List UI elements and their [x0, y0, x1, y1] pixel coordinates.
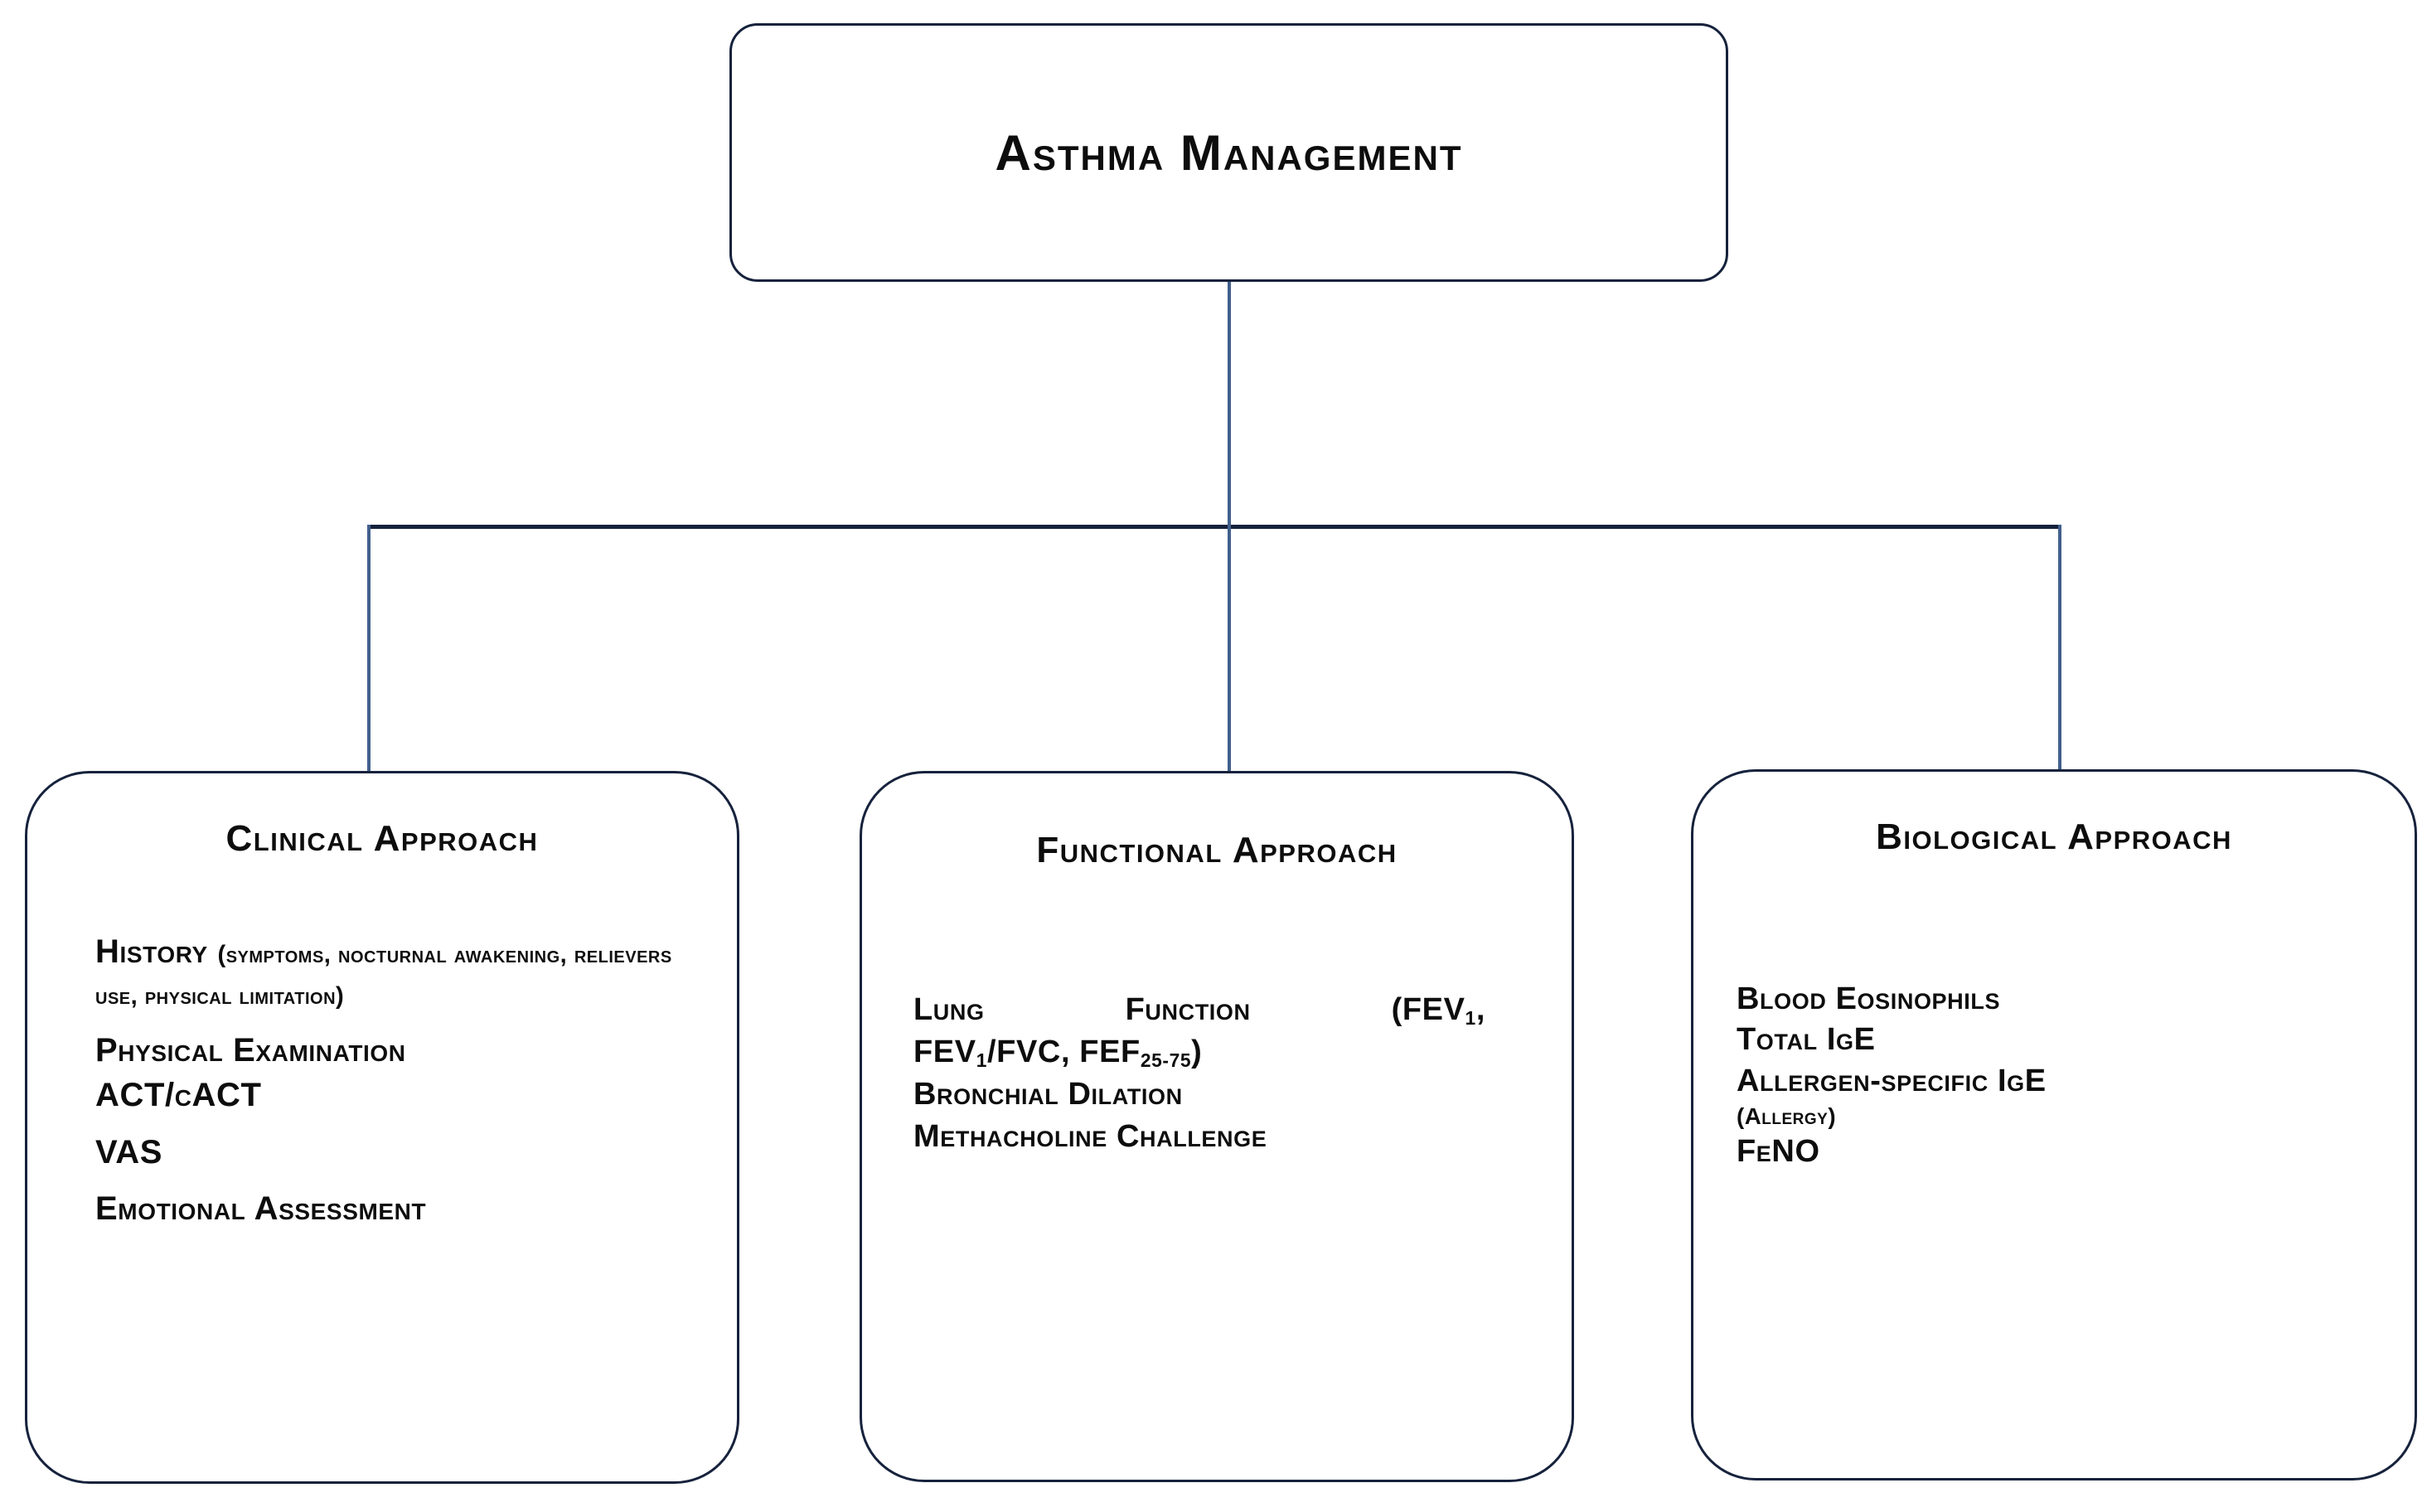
node-biological-approach[interactable]: Biological Approach Blood Eosinophils To… [1691, 769, 2417, 1480]
connector-drop-biological [2058, 525, 2061, 772]
biological-approach-body: Blood Eosinophils Total IgE Allergen-spe… [1737, 979, 2366, 1173]
fef2575-subscript: 25-75 [1140, 1049, 1192, 1072]
functional-approach-header: Functional Approach [1036, 830, 1398, 870]
functional-lung-function-line2: FEV1/FVC, FEF25-75) [913, 1034, 1203, 1072]
biological-item-allergy-note: (Allergy) [1737, 1103, 1837, 1130]
biological-item-total-ige: Total IgE [1737, 1022, 1876, 1058]
clinical-item-physical-examination: Physical Examination [95, 1031, 406, 1069]
clinical-approach-header: Clinical Approach [225, 818, 539, 859]
node-clinical-approach[interactable]: Clinical Approach History (symptoms, noc… [25, 771, 739, 1484]
biological-inner: Biological Approach Blood Eosinophils To… [1693, 772, 2415, 1478]
node-asthma-management[interactable]: Asthma Management [729, 23, 1728, 282]
connector-title-stem [1228, 280, 1231, 528]
clinical-inner: Clinical Approach History (symptoms, noc… [27, 773, 737, 1481]
functional-lung-function-line1: Lung Function (FEV1, [913, 992, 1485, 1030]
clinical-item-history: History (symptoms, nocturnal awakening, … [95, 931, 676, 1015]
clinical-approach-body: History (symptoms, nocturnal awakening, … [95, 931, 676, 1233]
biological-item-blood-eosinophils: Blood Eosinophils [1737, 981, 2001, 1016]
clinical-item-emotional-assessment: Emotional Assessment [95, 1190, 427, 1227]
functional-inner: Functional Approach Lung Function (FEV1,… [862, 773, 1572, 1480]
connector-drop-clinical [367, 525, 371, 773]
connector-horizontal-bus [367, 525, 2061, 529]
biological-item-feno: FeNO [1737, 1134, 1820, 1170]
clinical-item-vas: VAS [95, 1133, 163, 1170]
functional-item-lung-function: Lung Function (FEV1, FEV1/FVC, FEF25-75) [913, 989, 1485, 1073]
clinical-item-history-main: History [95, 933, 208, 970]
functional-item-bronchial-dilation: Bronchial Dilation [913, 1076, 1183, 1112]
biological-approach-header: Biological Approach [1876, 817, 2232, 857]
functional-item-methacholine-challenge: Methacholine Challenge [913, 1118, 1267, 1154]
page-title: Asthma Management [995, 124, 1463, 181]
clinical-item-act-cact: ACT/cACT [95, 1077, 262, 1114]
connector-drop-functional [1228, 525, 1231, 773]
biological-item-allergen-specific-ige: Allergen-specific IgE [1737, 1063, 2047, 1098]
fev1-subscript-line2: 1 [976, 1049, 987, 1072]
node-functional-approach[interactable]: Functional Approach Lung Function (FEV1,… [860, 771, 1574, 1482]
fev1-subscript-line1: 1 [1465, 1007, 1476, 1030]
functional-approach-body: Lung Function (FEV1, FEV1/FVC, FEF25-75)… [913, 989, 1485, 1158]
clinical-item-history-detail: (symptoms, nocturnal awakening, reliever… [95, 942, 672, 1010]
